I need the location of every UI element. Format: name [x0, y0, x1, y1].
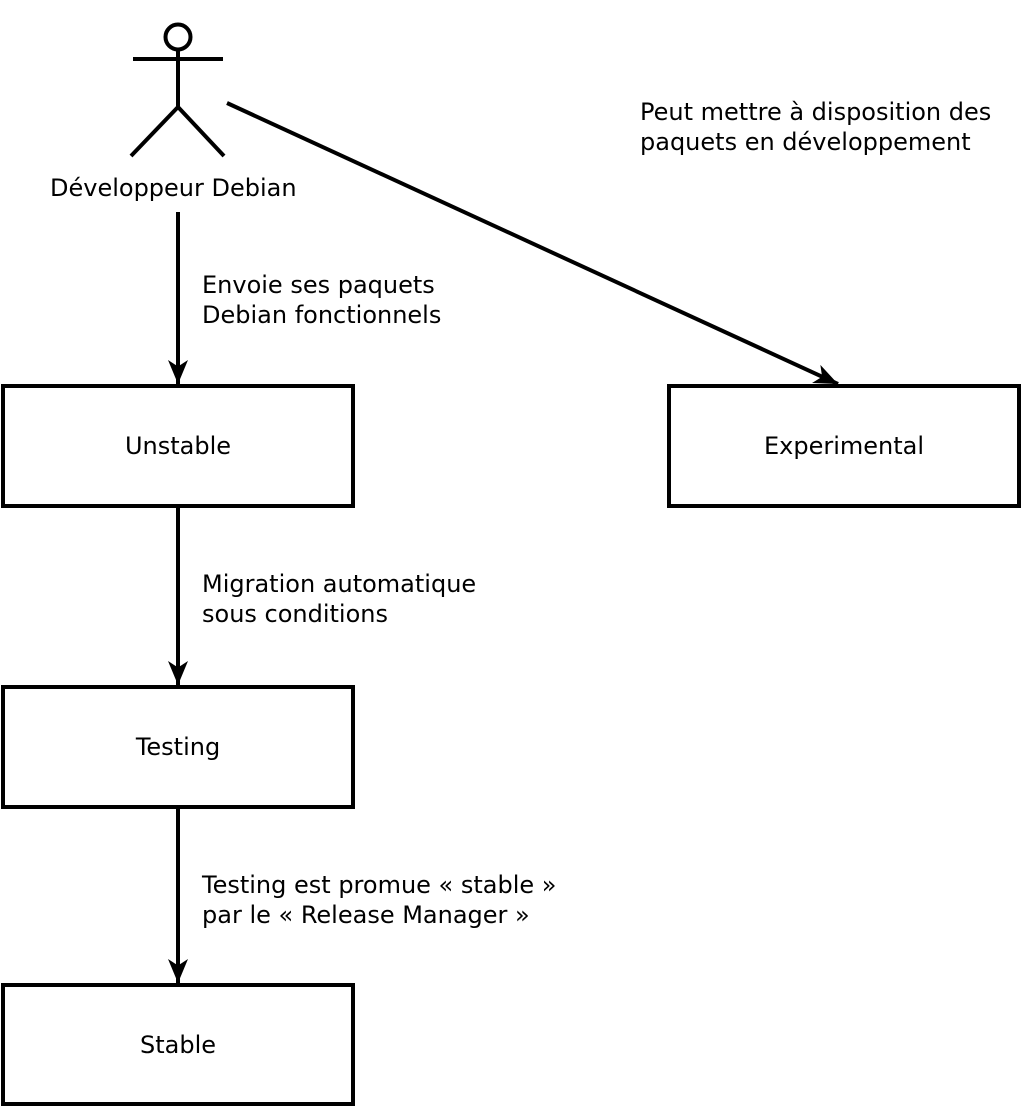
node-unstable-label: Unstable	[124, 432, 232, 460]
annotation-upload-line2: Debian fonctionnels	[202, 301, 442, 329]
annotation-experimental-note-line1: Peut mettre à disposition des	[640, 98, 992, 126]
annotation-migration: Migration automatique sous conditions	[202, 569, 476, 629]
actor-right-leg	[176, 105, 226, 158]
actor-left-leg	[129, 105, 180, 158]
actor-label: Développeur Debian	[50, 174, 297, 202]
node-unstable: Unstable	[1, 384, 355, 508]
node-stable-label: Stable	[139, 1030, 217, 1059]
node-testing-label: Testing	[135, 733, 221, 761]
annotation-migration-line1: Migration automatique	[202, 570, 477, 598]
actor-head	[163, 22, 193, 52]
actor-figure-icon	[129, 22, 226, 158]
annotation-upload-line1: Envoie ses paquets	[202, 271, 435, 299]
annotation-promotion-line2: par le « Release Manager »	[202, 901, 530, 929]
annotation-experimental-note-line2: paquets en développement	[640, 128, 971, 156]
node-experimental-label: Experimental	[763, 432, 925, 460]
annotation-upload: Envoie ses paquets Debian fonctionnels	[202, 270, 441, 330]
node-testing: Testing	[1, 685, 355, 809]
annotation-migration-line2: sous conditions	[202, 600, 388, 628]
annotation-promotion: Testing est promue « stable » par le « R…	[202, 870, 556, 930]
node-experimental: Experimental	[667, 384, 1021, 508]
annotation-promotion-line1: Testing est promue « stable »	[202, 871, 557, 899]
node-stable: Stable	[1, 983, 355, 1106]
annotation-experimental-note: Peut mettre à disposition des paquets en…	[640, 97, 991, 157]
